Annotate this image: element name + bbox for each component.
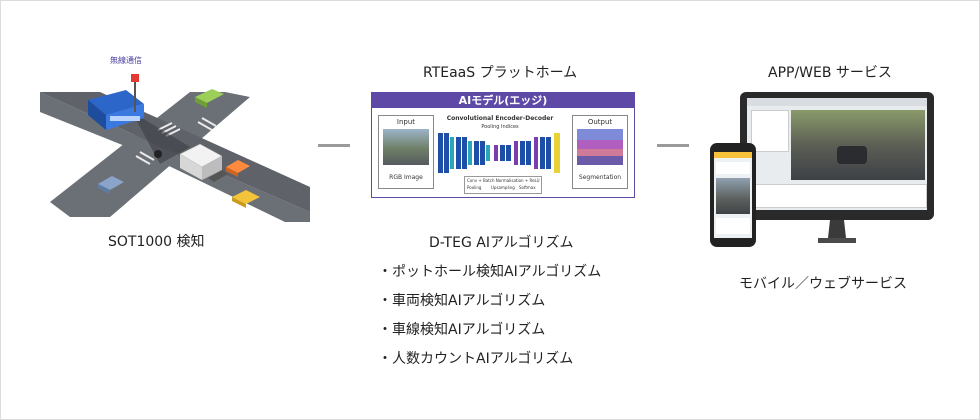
input-label: Input <box>396 118 416 126</box>
intersection-illustration <box>40 74 310 222</box>
middle-title: RTEaaS プラットホーム <box>423 65 578 81</box>
monitor-screen <box>747 98 927 210</box>
right-caption: モバイル／ウェブサービス <box>739 276 907 292</box>
input-caption: RGB Image <box>389 174 423 181</box>
algorithm-item-lane: ・車線検知AIアルゴリズム <box>378 322 546 338</box>
output-caption: Segmentation <box>578 174 622 181</box>
legend-item-pooling: Pooling <box>467 185 482 190</box>
algorithms-title: D-TEG AIアルゴリズム <box>429 235 574 251</box>
input-box: Input RGB Image <box>378 115 434 189</box>
cars-graphic <box>98 89 260 208</box>
algorithm-item-people-count: ・人数カウントAIアルゴリズム <box>378 351 574 367</box>
algorithm-item-pothole: ・ポットホール検知AIアルゴリズム <box>378 264 602 280</box>
algorithm-item-vehicle: ・車両検知AIアルゴリズム <box>378 293 546 309</box>
output-image <box>577 129 623 165</box>
legend-item-upsampling: Upsampling <box>491 185 515 190</box>
connector-right <box>657 144 689 147</box>
model-header: Convolutional Encoder-Decoder <box>446 115 554 122</box>
legend-item-softmax: Softmax <box>519 185 536 190</box>
monitor-stand <box>818 220 856 243</box>
pooling-label: Pooling Indices <box>481 124 519 130</box>
ai-model-panel: AIモデル(エッジ) Input RGB Image Convolutional… <box>371 92 635 198</box>
ai-model-title: AIモデル(エッジ) <box>372 93 634 108</box>
right-title: APP/WEB サービス <box>768 65 892 81</box>
encoder-decoder-layers <box>438 133 560 173</box>
output-label: Output <box>587 118 613 126</box>
legend-item-conv: Conv + Batch Normalisation + ReLU <box>467 178 540 183</box>
truck-graphic <box>179 143 228 182</box>
wireless-label: 無線通信 <box>110 56 142 65</box>
left-caption: SOT1000 検知 <box>108 234 205 250</box>
phone-screen <box>714 152 752 238</box>
input-image <box>383 129 429 165</box>
output-box: Output Segmentation <box>572 115 628 189</box>
layer-legend: Conv + Batch Normalisation + ReLU Poolin… <box>464 176 542 194</box>
connector-left <box>318 144 350 147</box>
